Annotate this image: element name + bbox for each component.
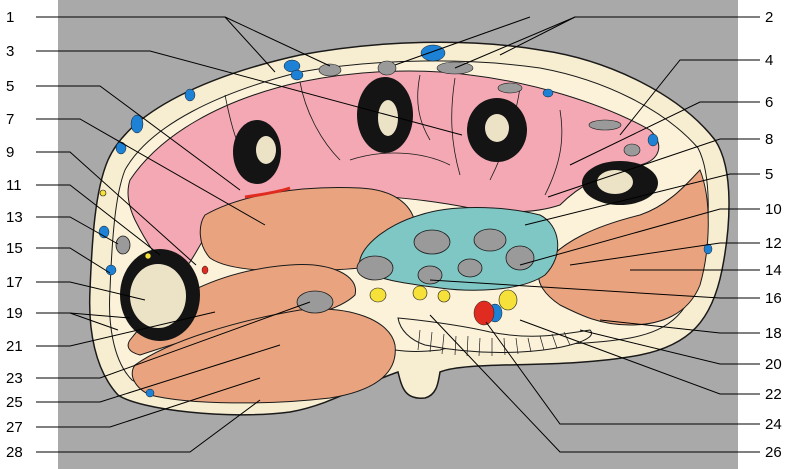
label-left-28: 28 — [6, 444, 23, 461]
label-right-26: 26 — [765, 444, 782, 461]
label-right-16: 16 — [765, 290, 782, 307]
label-right-14: 14 — [765, 262, 782, 279]
label-right-8: 8 — [765, 131, 773, 148]
labels-left: 1 3 5 7 9 11 13 15 17 19 21 23 25 27 28 — [6, 9, 23, 461]
label-right-24: 24 — [765, 416, 782, 433]
label-right-20: 20 — [765, 356, 782, 373]
bone-4 — [582, 161, 658, 205]
label-left-25: 25 — [6, 394, 23, 411]
label-left-1: 1 — [6, 9, 14, 26]
bone-1 — [233, 120, 281, 184]
label-right-18: 18 — [765, 325, 782, 342]
label-right-5: 5 — [765, 166, 773, 183]
label-left-27: 27 — [6, 419, 23, 436]
label-right-10: 10 — [765, 201, 782, 218]
bone-5 — [120, 249, 200, 341]
label-right-22: 22 — [765, 386, 782, 403]
label-left-21: 21 — [6, 338, 23, 355]
label-left-13: 13 — [6, 209, 23, 226]
label-left-23: 23 — [6, 370, 23, 387]
label-right-2: 2 — [765, 9, 773, 26]
label-left-17: 17 — [6, 274, 23, 291]
label-left-9: 9 — [6, 144, 14, 161]
labels-right: 2 4 6 8 5 10 12 14 16 18 20 22 24 26 — [765, 9, 782, 461]
bone-2 — [357, 77, 413, 153]
label-right-12: 12 — [765, 235, 782, 252]
bone-3 — [467, 98, 527, 162]
label-right-6: 6 — [765, 94, 773, 111]
label-left-19: 19 — [6, 305, 23, 322]
label-left-5: 5 — [6, 78, 14, 95]
label-left-3: 3 — [6, 43, 14, 60]
label-right-4: 4 — [765, 52, 773, 69]
label-left-11: 11 — [6, 177, 22, 194]
label-left-15: 15 — [6, 240, 23, 257]
label-left-7: 7 — [6, 111, 14, 128]
